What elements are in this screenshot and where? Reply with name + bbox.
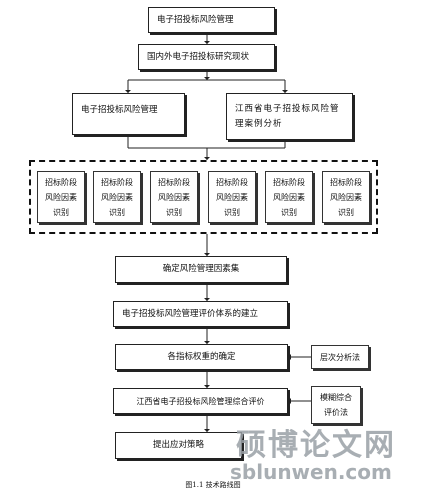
node-ahp: 层次分析法 [311,345,369,369]
stage-box-3: 招标阶段风险因素识别 [150,171,198,223]
node-factor-set-label: 确定风险管理因素集 [162,264,240,274]
stage-box-6-label: 招标阶段风险因素识别 [330,177,362,217]
stage-box-5-label: 招标阶段风险因素识别 [273,177,305,217]
node-left-branch-label: 电子招投标风险管理 [81,105,158,115]
stage-box-4: 招标阶段风险因素识别 [208,171,256,223]
node-strategy-label: 提出应对策略 [152,440,204,450]
node-factor-set: 确定风险管理因素集 [115,256,287,283]
node-fuzzy-label: 模糊综合评价法 [320,393,352,417]
node-strategy: 提出应对策略 [115,432,242,459]
node-research: 国内外电子招投标研究现状 [138,44,275,70]
stage-box-2: 招标阶段风险因素识别 [93,171,141,223]
node-title-label: 电子招投标风险管理 [157,14,234,25]
stage-box-3-label: 招标阶段风险因素识别 [158,177,190,217]
node-weights: 各指标权重的确定 [115,344,288,370]
node-ahp-label: 层次分析法 [320,352,360,362]
node-right-branch: 江西省电子招投标风险管理案例分析 [226,93,353,140]
stage-box-6: 招标阶段风险因素识别 [322,171,370,223]
figure-caption: 图1.1 技术路线图 [185,481,241,489]
node-fuzzy: 模糊综合评价法 [311,386,361,424]
stage-group-frame [29,160,378,234]
node-evaluation-system: 电子招投标风险管理评价体系的建立 [113,301,288,327]
stage-box-5: 招标阶段风险因素识别 [265,171,313,223]
stage-box-1-label: 招标阶段风险因素识别 [45,177,77,217]
node-comprehensive: 江西省电子招投标风险管理综合评价 [113,388,288,414]
node-weights-label: 各指标权重的确定 [167,351,236,362]
watermark-url: sblunwen.com [230,460,392,484]
stage-box-4-label: 招标阶段风险因素识别 [216,177,248,217]
node-comprehensive-label: 江西省电子招投标风险管理综合评价 [136,396,265,406]
node-title: 电子招投标风险管理 [148,7,275,33]
node-left-branch: 电子招投标风险管理 [72,93,185,135]
watermark-chinese: 硕博论文网 [236,428,396,463]
stage-box-2-label: 招标阶段风险因素识别 [101,177,133,217]
node-right-branch-label: 江西省电子招投标风险管理案例分析 [235,103,340,129]
node-evaluation-system-label: 电子招投标风险管理评价体系的建立 [122,308,259,319]
stage-box-1: 招标阶段风险因素识别 [37,171,85,223]
node-research-label: 国内外电子招投标研究现状 [147,51,250,62]
